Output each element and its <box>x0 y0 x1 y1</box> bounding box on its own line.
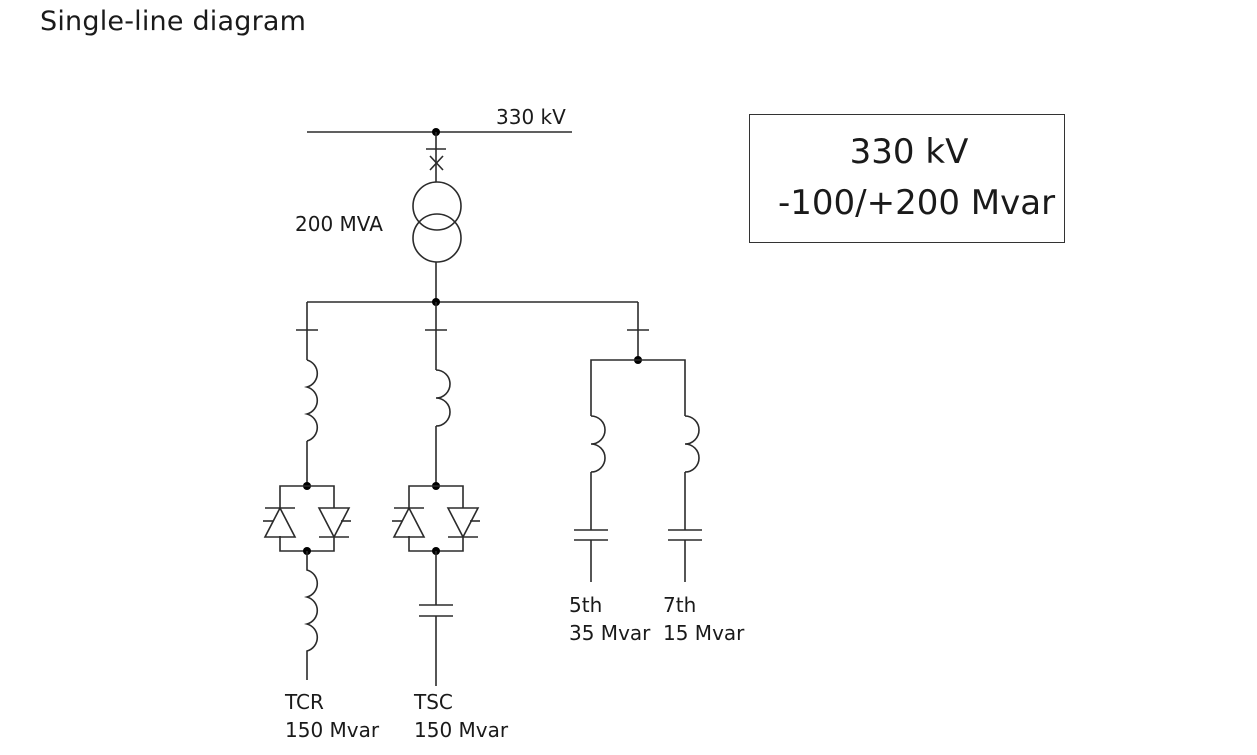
reactor-icon <box>435 369 451 427</box>
reactor-icon <box>684 415 700 473</box>
secondary-bus <box>307 262 638 306</box>
filter-branch <box>574 302 702 582</box>
circuit-breaker-icon <box>429 155 444 171</box>
thyristor-icon <box>317 507 351 539</box>
thyristor-icon <box>263 506 297 538</box>
tcr-name: TCR <box>284 690 324 714</box>
transformer-icon <box>412 181 462 263</box>
tsc-rating: 150 Mvar <box>414 718 509 742</box>
page-title: Single-line diagram <box>40 6 307 37</box>
tcr-rating: 150 Mvar <box>285 718 380 742</box>
tsc-branch <box>392 302 480 686</box>
filter-5th-rating: 35 Mvar <box>569 621 651 645</box>
rating-box: 330 kV -100/+200 Mvar <box>749 114 1065 243</box>
rating-range: -100/+200 Mvar <box>778 183 1056 223</box>
bus-label: 330 kV <box>496 105 566 129</box>
thyristor-icon <box>392 506 426 538</box>
reactor-icon <box>590 415 606 473</box>
reactor-icon <box>303 551 319 680</box>
main-bus <box>307 128 572 136</box>
transformer-feeder <box>426 132 446 182</box>
tsc-name: TSC <box>413 690 453 714</box>
thyristor-icon <box>446 507 480 539</box>
reactor-icon <box>303 359 319 442</box>
filter-5th-name: 5th <box>569 593 602 617</box>
tcr-branch <box>263 302 351 680</box>
filter-7th-rating: 15 Mvar <box>663 621 745 645</box>
thyristor-pair <box>392 485 480 555</box>
filter-7th-name: 7th <box>663 593 696 617</box>
transformer-label: 200 MVA <box>295 212 383 236</box>
rating-voltage: 330 kV <box>849 132 969 172</box>
capacitor-icon <box>668 529 702 541</box>
capacitor-icon <box>419 604 453 617</box>
capacitor-icon <box>574 529 608 541</box>
thyristor-pair <box>263 485 351 555</box>
